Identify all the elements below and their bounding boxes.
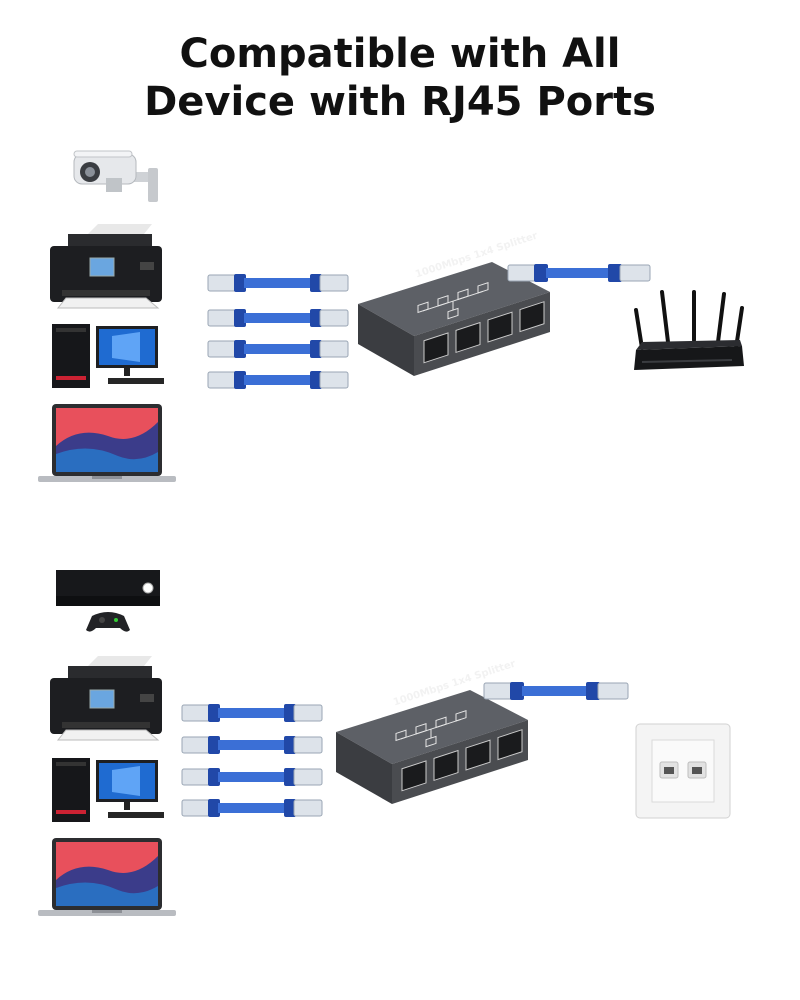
patch-cable-3	[207, 336, 349, 362]
headline-line-2: Device with RJ45 Ports	[144, 79, 656, 125]
game-console-icon	[56, 570, 160, 632]
headline-line-1: Compatible with All	[179, 31, 621, 77]
patch-cable-2	[181, 732, 323, 758]
patch-cable-3	[181, 764, 323, 790]
patch-cable-1	[181, 700, 323, 726]
laptop-icon	[38, 838, 176, 916]
network-splitter: 1000Mbps 1x4 Splitter	[352, 230, 552, 380]
patch-cable-4	[181, 795, 323, 821]
wall-socket-icon	[635, 723, 731, 819]
patch-cable-4	[207, 367, 349, 393]
desktop-pc-icon	[52, 758, 164, 822]
uplink-cable	[507, 260, 652, 286]
security-camera-icon	[73, 150, 158, 202]
printer-icon	[50, 224, 162, 309]
uplink-cable	[483, 678, 630, 704]
laptop-icon	[38, 404, 176, 482]
wifi-router-icon	[634, 290, 744, 370]
patch-cable-1	[207, 270, 349, 296]
patch-cable-2	[207, 305, 349, 331]
network-splitter: 1000Mbps 1x4 Splitter	[330, 658, 530, 808]
printer-icon	[50, 656, 162, 741]
headline: Compatible with All Device with RJ45 Por…	[0, 30, 800, 126]
desktop-pc-icon	[52, 324, 164, 388]
